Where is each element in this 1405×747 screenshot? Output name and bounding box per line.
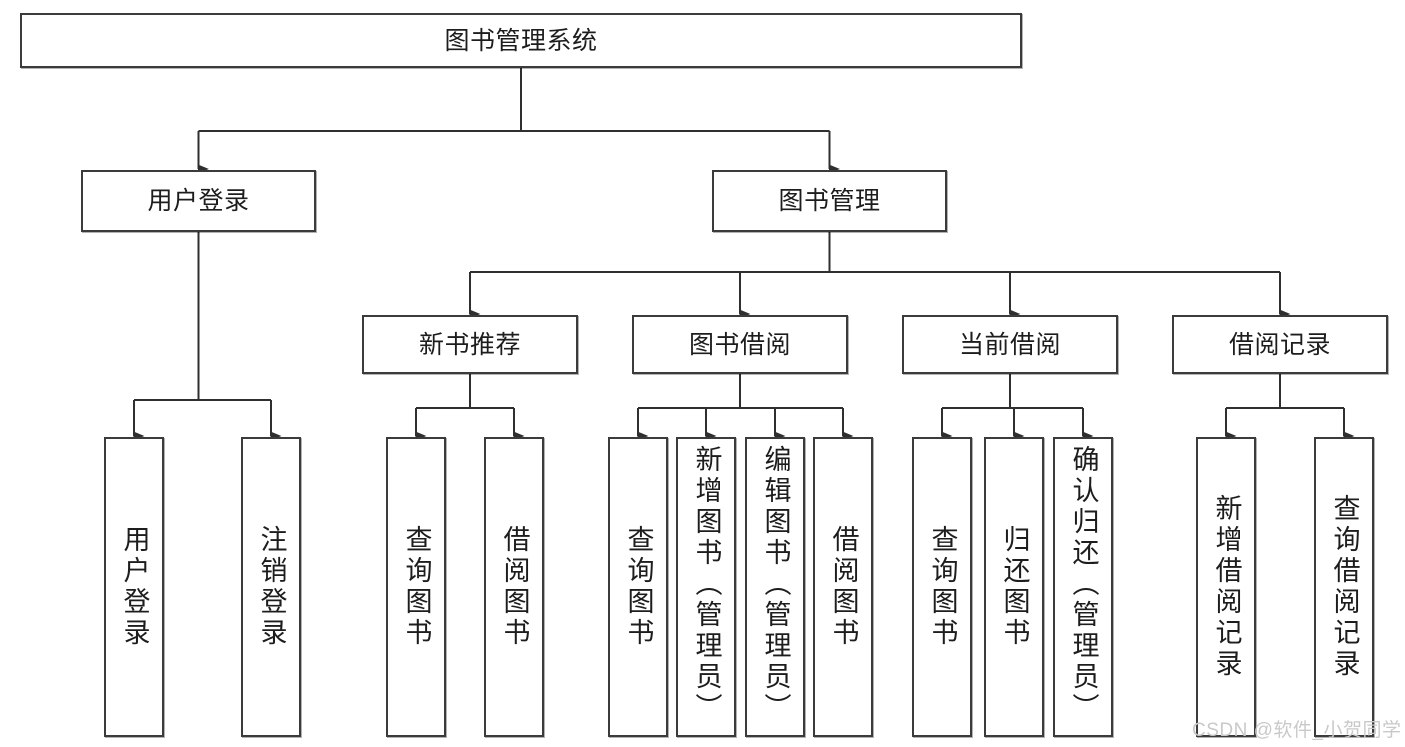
- node-label-leaf_edit_book: 编辑图书（管理员）: [760, 445, 791, 724]
- node-leaf_logout[interactable]: 注销登录: [241, 437, 301, 737]
- node-book_borrow[interactable]: 图书借阅: [632, 315, 848, 374]
- node-label-leaf_confirm: 确认归还（管理员）: [1068, 445, 1099, 724]
- node-leaf_edit_book[interactable]: 编辑图书（管理员）: [745, 437, 805, 737]
- node-leaf_q3[interactable]: 查询图书: [912, 437, 972, 737]
- node-book_manage[interactable]: 图书管理: [712, 170, 947, 232]
- node-label-book_borrow: 图书借阅: [688, 330, 791, 359]
- node-label-new_book_rec: 新书推荐: [418, 330, 521, 359]
- node-root[interactable]: 图书管理系统: [20, 13, 1022, 68]
- node-leaf_add_rec[interactable]: 新增借阅记录: [1196, 437, 1256, 737]
- node-user_login[interactable]: 用户登录: [81, 170, 316, 232]
- node-label-user_login: 用户登录: [147, 187, 250, 215]
- node-label-leaf_q1: 查询图书: [401, 525, 432, 649]
- node-leaf_confirm[interactable]: 确认归还（管理员）: [1053, 437, 1113, 737]
- node-label-leaf_q3: 查询图书: [927, 525, 958, 649]
- node-label-leaf_add_book: 新增图书（管理员）: [691, 445, 722, 724]
- node-label-leaf_return: 归还图书: [999, 525, 1030, 649]
- node-leaf_q1[interactable]: 查询图书: [386, 437, 446, 737]
- csdn-watermark: CSDN @软件_小贺同学: [1192, 720, 1402, 741]
- node-label-leaf_b1: 借阅图书: [499, 525, 530, 649]
- node-label-leaf_add_rec: 新增借阅记录: [1211, 494, 1242, 680]
- node-label-root: 图书管理系统: [444, 26, 598, 55]
- node-leaf_add_book[interactable]: 新增图书（管理员）: [676, 437, 736, 737]
- node-leaf_login[interactable]: 用户登录: [104, 437, 164, 737]
- node-leaf_b1[interactable]: 借阅图书: [484, 437, 544, 737]
- node-borrow_record[interactable]: 借阅记录: [1172, 315, 1388, 374]
- node-label-leaf_q2: 查询图书: [623, 525, 654, 649]
- node-label-current_borrow: 当前借阅: [958, 330, 1061, 359]
- node-new_book_rec[interactable]: 新书推荐: [362, 315, 578, 374]
- node-leaf_q_rec[interactable]: 查询借阅记录: [1314, 437, 1374, 737]
- node-label-leaf_q_rec: 查询借阅记录: [1329, 494, 1360, 680]
- node-label-leaf_logout: 注销登录: [256, 525, 287, 649]
- node-label-leaf_login: 用户登录: [119, 525, 150, 649]
- node-label-leaf_b2: 借阅图书: [828, 525, 859, 649]
- edges: [132, 68, 1355, 441]
- node-leaf_b2[interactable]: 借阅图书: [813, 437, 873, 737]
- node-current_borrow[interactable]: 当前借阅: [902, 315, 1118, 374]
- node-label-book_manage: 图书管理: [778, 187, 881, 215]
- node-label-borrow_record: 借阅记录: [1228, 330, 1331, 359]
- node-leaf_return[interactable]: 归还图书: [984, 437, 1044, 737]
- node-leaf_q2[interactable]: 查询图书: [608, 437, 668, 737]
